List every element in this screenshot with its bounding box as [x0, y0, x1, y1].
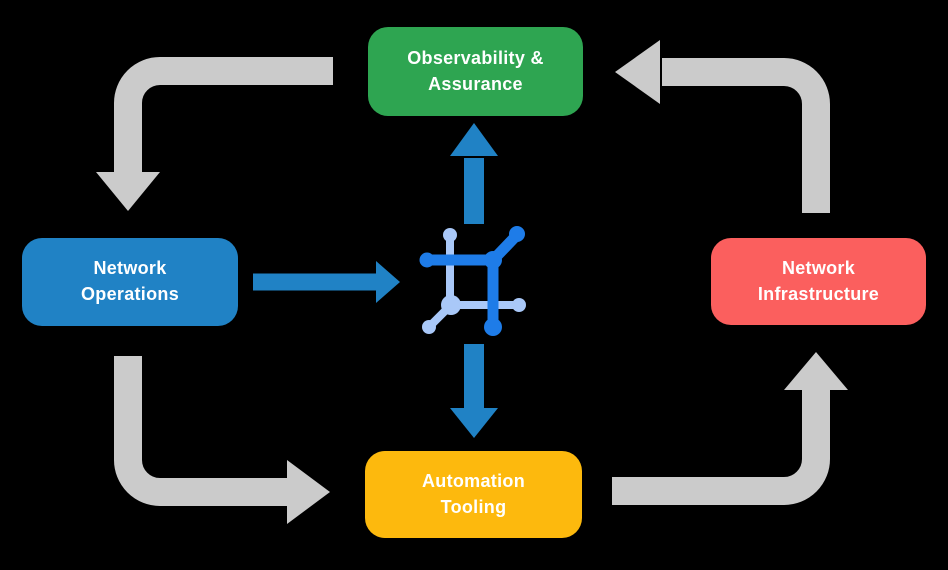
node-network-infrastructure: Network Infrastructure	[711, 238, 926, 325]
node-automation-tooling: Automation Tooling	[365, 451, 582, 538]
node-observability-label-line2: Assurance	[428, 73, 523, 94]
node-infrastructure-label-line2: Infrastructure	[757, 283, 880, 304]
arrow-observability-to-operations	[96, 57, 333, 211]
arrow-operations-to-center	[253, 261, 400, 303]
arrow-center-to-automation	[450, 344, 498, 438]
node-operations-label-line1: Network	[93, 258, 167, 279]
arrow-center-to-observability	[450, 123, 498, 224]
node-network-operations: Network Operations	[22, 238, 238, 326]
node-operations-label-line2: Operations	[80, 284, 180, 304]
node-observability-label-line1: Observability &	[407, 47, 544, 68]
node-observability-assurance: Observability & Assurance	[368, 27, 583, 116]
arrow-infrastructure-to-observability	[615, 40, 830, 213]
node-automation-label-line2: Tooling	[440, 496, 507, 517]
arrow-automation-to-infrastructure	[612, 352, 848, 505]
arrow-operations-to-automation	[114, 356, 330, 524]
node-infrastructure-label-line1: Network	[781, 257, 856, 278]
node-automation-label-line1: Automation	[422, 470, 525, 491]
network-platform-icon	[419, 226, 526, 336]
